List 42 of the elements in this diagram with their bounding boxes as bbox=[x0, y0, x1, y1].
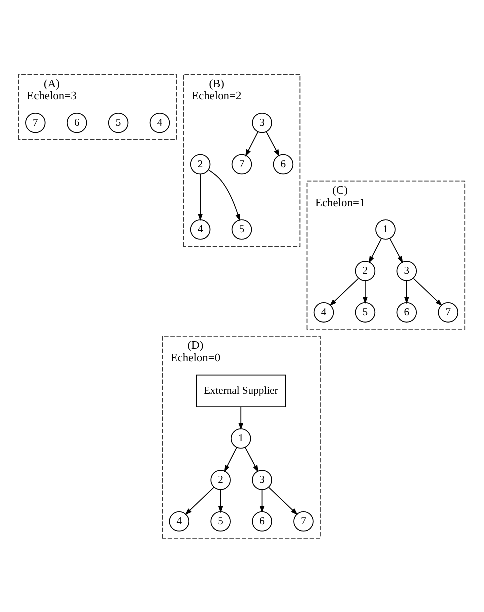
node-circle: 2 bbox=[190, 154, 211, 174]
node-circle: 3 bbox=[252, 112, 272, 133]
arrow bbox=[224, 446, 238, 472]
node-circle: 7 bbox=[294, 511, 314, 532]
node-circle: 5 bbox=[355, 302, 376, 322]
node-circle: 4 bbox=[314, 302, 334, 322]
arrow bbox=[266, 131, 280, 156]
node-circle: 7 bbox=[26, 112, 46, 133]
node-circle: 2 bbox=[355, 260, 376, 281]
node-circle: 2 bbox=[210, 470, 231, 490]
node-circle: 4 bbox=[150, 112, 170, 133]
arrow bbox=[330, 278, 360, 306]
arrow bbox=[390, 238, 404, 263]
arrow bbox=[404, 280, 410, 304]
arrow bbox=[198, 173, 204, 221]
arrow bbox=[244, 446, 259, 472]
node-circle: 3 bbox=[252, 470, 272, 490]
node-circle: 7 bbox=[438, 302, 458, 322]
node-circle: 3 bbox=[396, 260, 418, 281]
arrow bbox=[238, 406, 244, 430]
arrow bbox=[260, 489, 265, 513]
node-circle: 7 bbox=[232, 154, 252, 174]
node-circle: 5 bbox=[210, 511, 231, 532]
arrow bbox=[268, 486, 298, 515]
arrow bbox=[362, 280, 368, 304]
node-circle: 4 bbox=[190, 219, 211, 240]
node-circle: 4 bbox=[169, 511, 190, 532]
node-circle: 6 bbox=[273, 154, 294, 174]
arrow bbox=[413, 278, 443, 306]
arrow bbox=[185, 486, 214, 515]
arrow bbox=[246, 131, 259, 156]
arrow bbox=[208, 169, 240, 221]
arrow bbox=[218, 489, 224, 513]
node-circle: 6 bbox=[252, 511, 272, 532]
node-circle: 1 bbox=[376, 219, 396, 240]
arrow bbox=[368, 238, 382, 264]
node-circle: 5 bbox=[108, 112, 129, 133]
node-box: External Supplier bbox=[196, 374, 286, 407]
node-circle: 1 bbox=[230, 428, 252, 448]
node-circle: 5 bbox=[232, 219, 252, 240]
node-circle: 6 bbox=[396, 302, 418, 322]
node-circle: 6 bbox=[66, 112, 88, 133]
